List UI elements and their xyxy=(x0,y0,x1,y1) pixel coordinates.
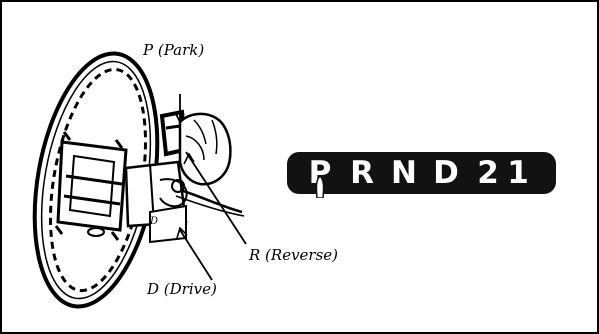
gear-r: R xyxy=(350,155,374,191)
gear-d: D xyxy=(433,155,459,191)
gear-1: 1 xyxy=(507,155,529,191)
reverse-label: R (Reverse) xyxy=(249,246,339,264)
driver-hand xyxy=(178,112,232,186)
svg-text:D: D xyxy=(149,216,158,227)
steering-hub xyxy=(56,140,128,232)
gear-n: N xyxy=(391,155,417,191)
gear-position-indicator: P R N D 2 1 xyxy=(287,152,556,198)
gear-p: P xyxy=(308,155,332,191)
park-label: P (Park) xyxy=(143,41,205,59)
selector-pointer-icon xyxy=(315,176,325,198)
drive-label: D (Drive) xyxy=(147,280,217,298)
gear-2: 2 xyxy=(477,155,499,191)
